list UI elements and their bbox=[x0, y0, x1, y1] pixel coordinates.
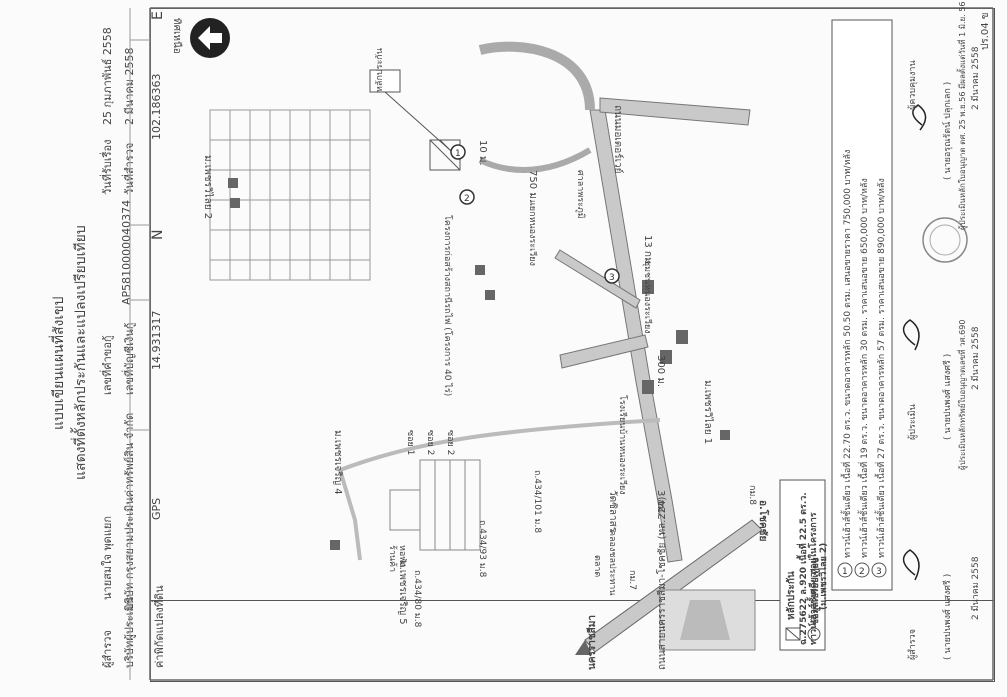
km8-label: กม.8 bbox=[747, 485, 757, 505]
svg-text:1: 1 bbox=[455, 149, 461, 159]
comparison-box bbox=[831, 19, 893, 591]
market-label: ตลาด bbox=[592, 555, 602, 578]
village1-label: ม.เพชรวิไลย 1 bbox=[702, 380, 713, 445]
project-label: โครงการก่อสร้างสถานีรถไฟ (โครงการ 40 ไร่… bbox=[442, 215, 452, 397]
north-label: ทิศเหนือ bbox=[171, 18, 182, 54]
to-chokchai-label: อ.โชคชัย bbox=[757, 500, 768, 542]
signature-left bbox=[902, 549, 920, 581]
village2-label: ม.เพชรวิไลย 2 bbox=[202, 155, 213, 220]
map-marker-2: 2 bbox=[459, 189, 475, 205]
left-date: 2 มีนาคม 2558 bbox=[971, 556, 981, 620]
soi1-label: ซอย 1 bbox=[405, 430, 415, 456]
dist-750: 750 ม. bbox=[527, 170, 538, 203]
comparison-2: ทาวน์เฮ้าส์ชั้นเดียว เนื้อที่ 19 ตร.ว. ข… bbox=[860, 178, 870, 558]
road-434-label: ถ.434/101 ม.8 bbox=[532, 470, 542, 534]
motorway bbox=[599, 97, 751, 126]
soi2-label: ซอย 2 bbox=[425, 430, 435, 456]
map-marker-3: 3 bbox=[604, 268, 620, 284]
mid-name: ( นายปนพงศ์ แสงศรี ) bbox=[943, 353, 953, 440]
collateral-tag: หลักประกัน bbox=[375, 48, 385, 92]
village-4-block bbox=[389, 459, 481, 551]
village-2-grid bbox=[209, 109, 371, 281]
svg-text:1: 1 bbox=[842, 567, 848, 577]
bridge-label: ชุมชนหนองระเวียง bbox=[642, 260, 652, 334]
comparison-1: ทาวน์เฮ้าส์ชั้นเดียว เนื้อที่ 22.70 ตร.ว… bbox=[843, 149, 853, 558]
km7-label: กม.7 bbox=[627, 570, 637, 590]
canal-label: คลองชลประทาน bbox=[607, 530, 617, 596]
right-name: ( นายอรุณรัตน์ ปลุกเลก ) bbox=[943, 81, 953, 180]
svg-text:2: 2 bbox=[859, 567, 865, 577]
kt-building-label: ศาลาพระภูมิ bbox=[575, 170, 585, 219]
left-role: ผู้สำรวจ bbox=[908, 629, 918, 660]
school-label: โรงเรียนบ้านหนองระเวียง bbox=[617, 395, 627, 495]
mid-date: 2 มีนาคม 2558 bbox=[971, 326, 981, 390]
intersection-label: แยกหนองระเวียง bbox=[527, 200, 537, 266]
village4-label: ม.เพชรเจริญ 4 bbox=[332, 430, 343, 495]
right-license: ผู้ประเมินหลักใบอนุญาต ตศ. 25 พ.ย.56 มีผ… bbox=[958, 1, 967, 230]
soi3-label: ซอย 2 bbox=[445, 430, 455, 456]
to-nakhon-label: นครราชสีมา bbox=[587, 615, 598, 670]
right-date: 2 มีนาคม 2558 bbox=[971, 46, 981, 110]
legend-compare: ข้อมูลเปรียบเทียบ bbox=[811, 557, 821, 625]
motorway-label: ถนนมอเตอร์เวย์ bbox=[612, 105, 623, 174]
svg-text:3: 3 bbox=[609, 273, 615, 283]
svg-text:3: 3 bbox=[876, 567, 882, 577]
dist-300: 300 ม. bbox=[655, 355, 666, 388]
dorm-label: หอพัก bbox=[397, 545, 407, 568]
highway-224 bbox=[575, 519, 763, 655]
comparison-3: ทาวน์เฮ้าส์ชั้นเดียว เนื้อที่ 27 ตร.ว. ข… bbox=[877, 178, 887, 558]
building-icons bbox=[228, 178, 730, 550]
left-name: ( นายปนพงศ์ แสงศรี ) bbox=[943, 573, 953, 660]
mid-role: ผู้ประเมิน bbox=[908, 404, 918, 440]
svg-text:2: 2 bbox=[464, 194, 470, 204]
right-role: ผู้ควบคุมงาน bbox=[908, 60, 918, 110]
signature-mid bbox=[902, 319, 920, 351]
temple-label: วัดซิลาสร bbox=[607, 490, 618, 533]
road-434c-label: ถ.434/80 ม.8 bbox=[412, 570, 422, 628]
legend-box bbox=[779, 479, 826, 651]
main-road bbox=[589, 109, 683, 563]
curvy-road bbox=[478, 41, 595, 111]
north-arrow-icon bbox=[190, 18, 230, 58]
highway-label: ถนนสายนครราชสีมา-โชคชัย (ทล.224) bbox=[657, 496, 668, 670]
signature-right bbox=[912, 104, 927, 131]
road-434b-label: ถ.434/93 ม.8 bbox=[477, 520, 487, 578]
company-stamp bbox=[922, 217, 968, 263]
dist-10: 10 ม. bbox=[477, 140, 488, 166]
map-marker-1: 1 bbox=[450, 144, 466, 160]
